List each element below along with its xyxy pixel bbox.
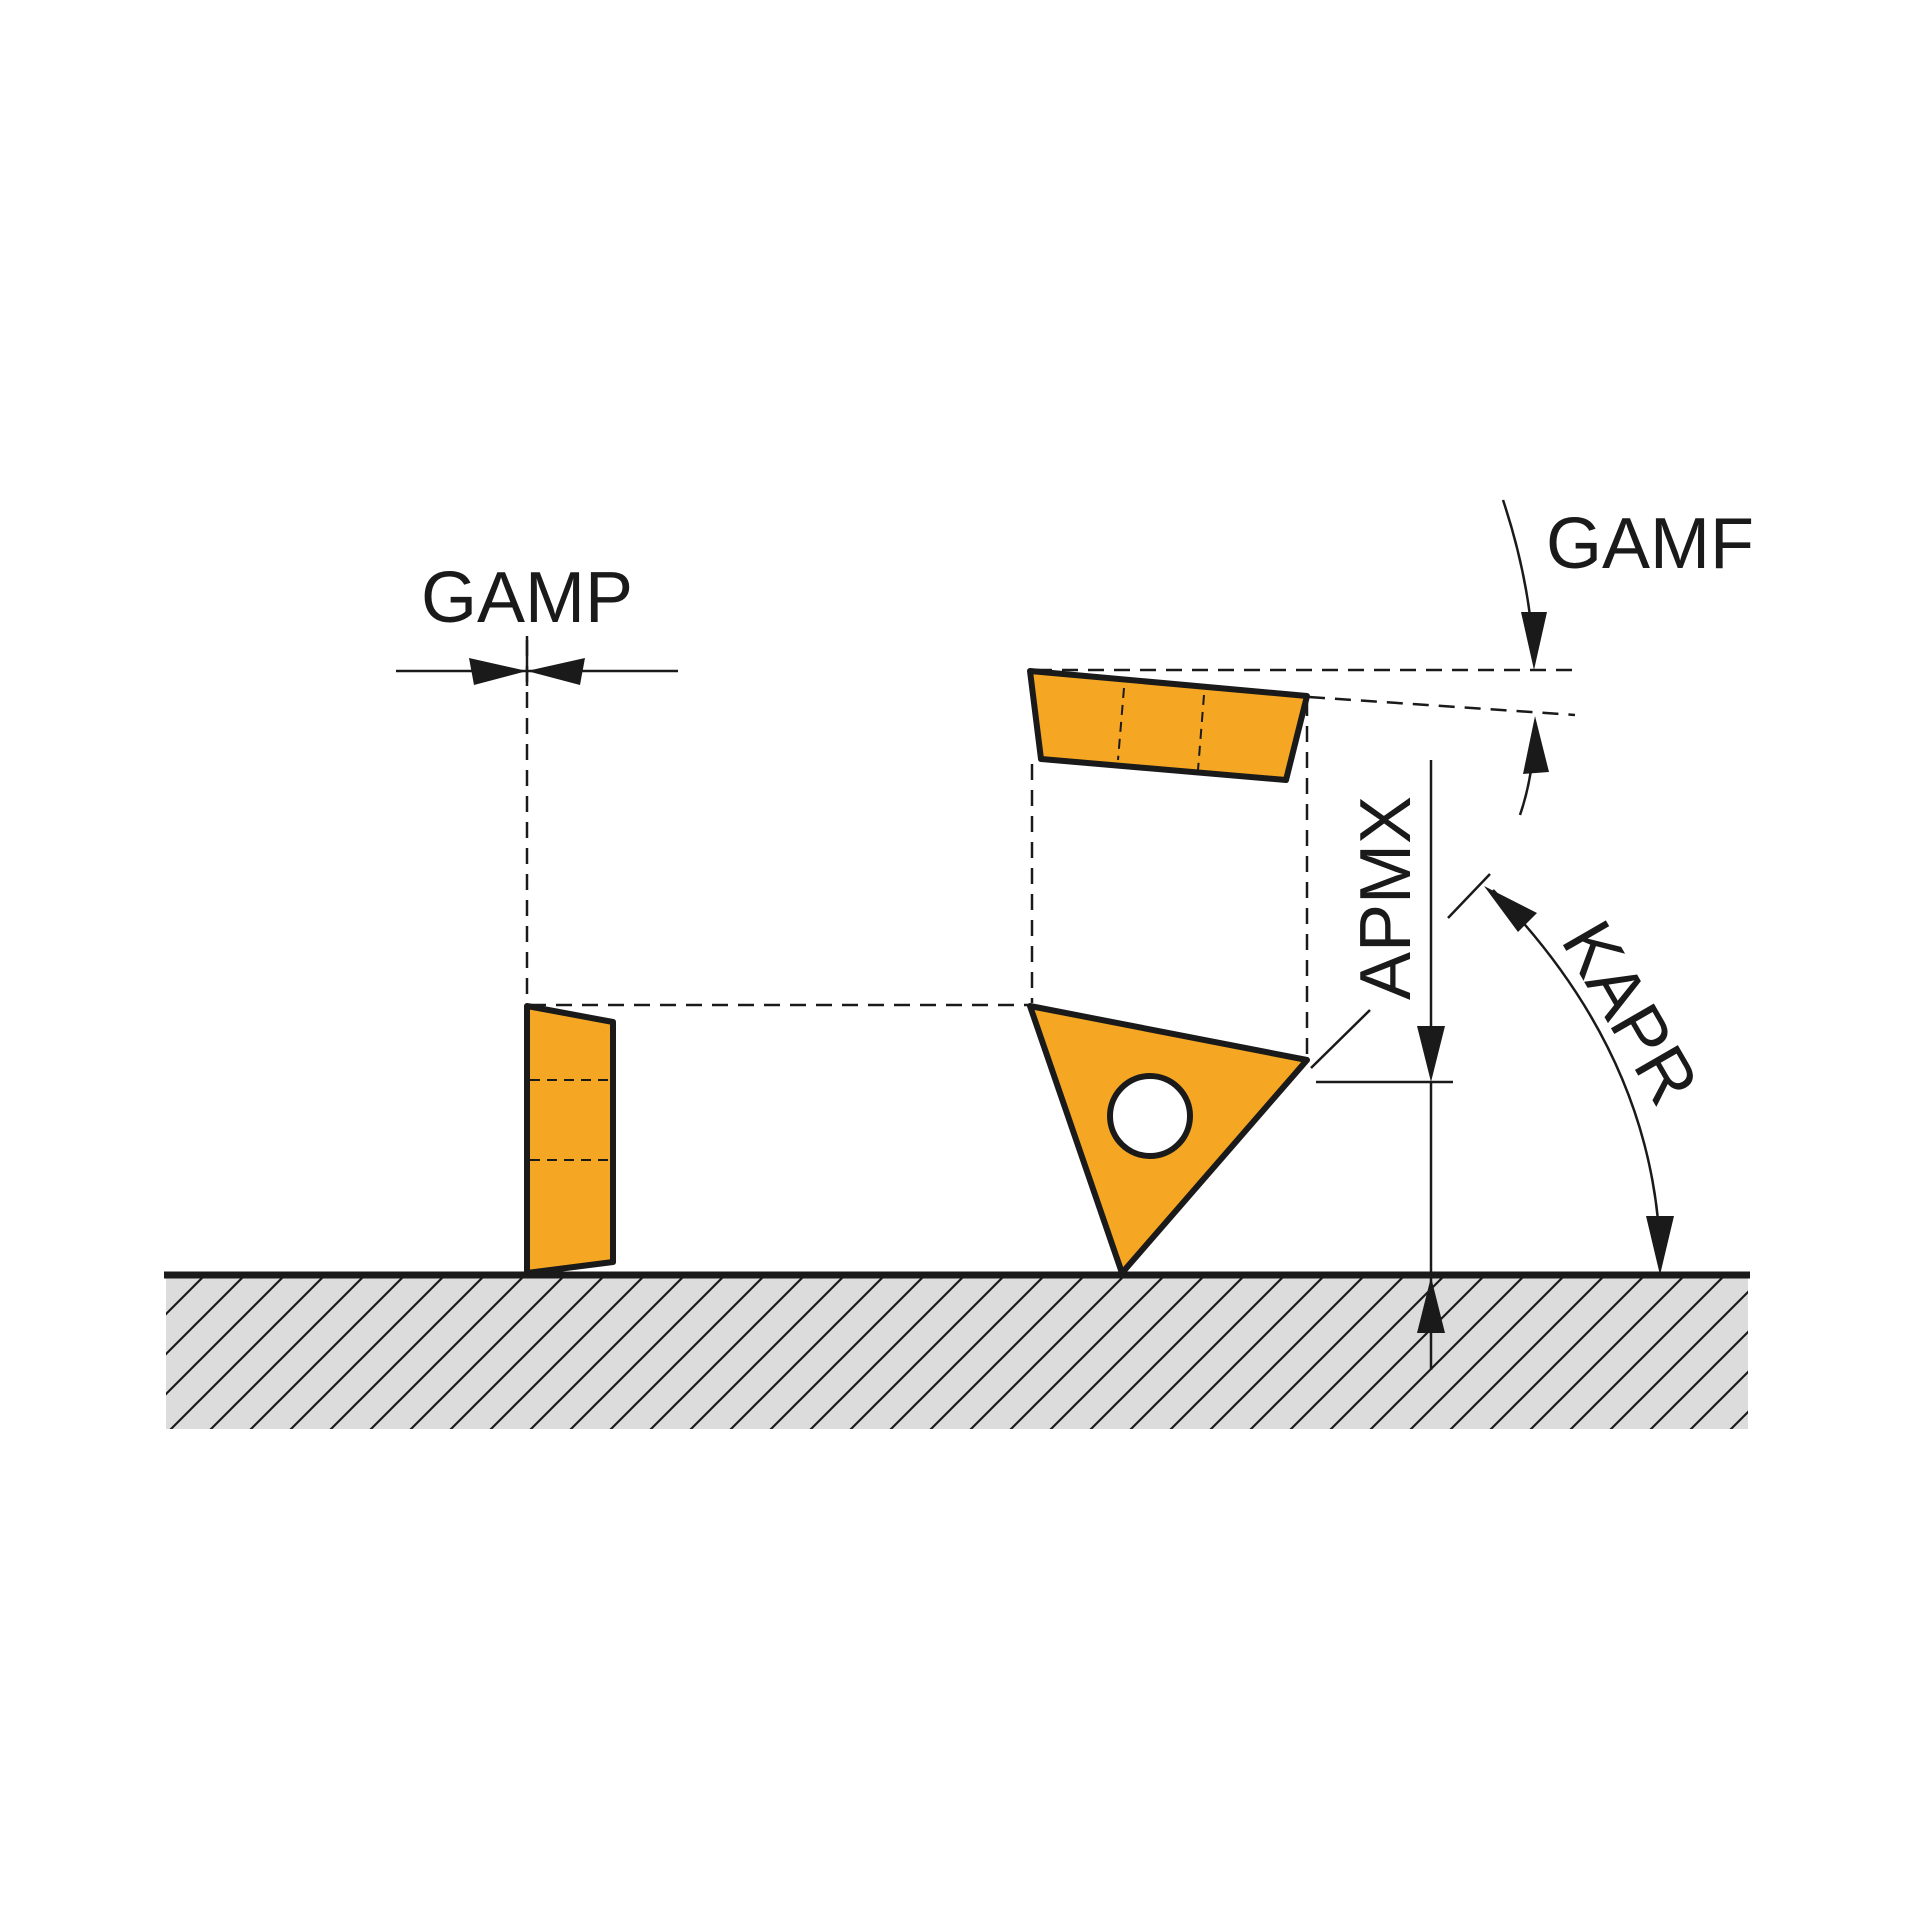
kapr-lower-arrow [1646,1216,1674,1275]
kapr-tick [1447,873,1491,919]
gamf-lower-arrow [1523,716,1549,774]
projection-lines [525,640,1576,1057]
top-view-insert [1027,668,1310,783]
apmx-dimension: APMX [1316,760,1453,1370]
gamf-upper-arrow [1521,612,1547,670]
top-view-hole-line-left [1117,687,1125,761]
insert-clamp-hole [1107,1073,1193,1159]
kapr-label: KAPR [1546,908,1713,1118]
apmx-upper-arrow [1417,1026,1445,1082]
workpiece [164,1271,1750,1429]
top-view-hole-line-right [1197,694,1205,771]
kapr-leader-line [1310,1009,1371,1069]
gamp-left-arrow [469,658,527,685]
side-view-insert-body [524,1003,616,1276]
apmx-label: APMX [1346,796,1426,1000]
gamp-label: GAMP [421,558,633,638]
apmx-lower-arrow [1417,1277,1445,1333]
workpiece-hatching [166,1277,1748,1429]
top-view-insert-body [1027,668,1310,783]
gamp-right-arrow [527,658,585,685]
gamp-dimension: GAMP [396,558,678,686]
side-view-insert [524,1003,616,1276]
gamf-dimension: GAMF [1501,499,1754,816]
gamf-label: GAMF [1546,504,1754,584]
gamf-rake-line [1308,695,1576,717]
kapr-arc [1492,889,1660,1221]
triangular-insert [1027,1003,1310,1276]
kapr-upper-arrow [1484,886,1537,932]
